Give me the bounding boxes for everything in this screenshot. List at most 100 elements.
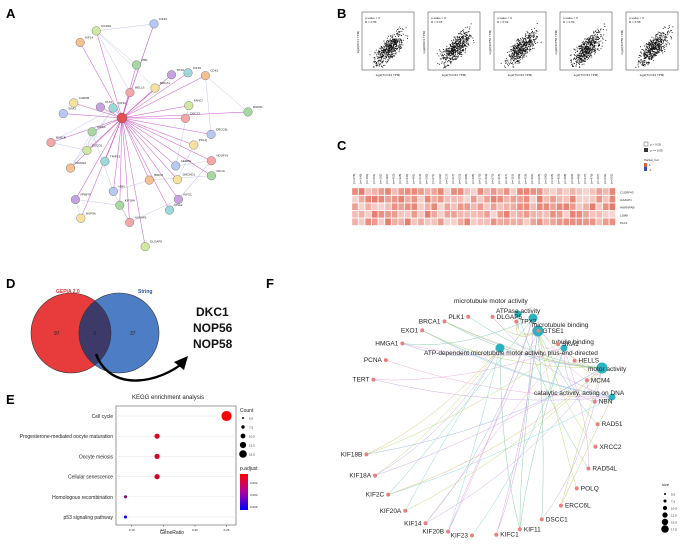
heatmap-cell bbox=[371, 210, 378, 218]
network-edge bbox=[96, 23, 155, 32]
heatmap-cell bbox=[351, 218, 359, 226]
heatmap-legend-sig: p < 0.05 bbox=[650, 143, 661, 147]
heatmap-legend-nonsig: p >= 0.05 bbox=[650, 149, 663, 153]
heatmap-legend-sig-box bbox=[643, 141, 649, 147]
scatter-cloud bbox=[635, 25, 674, 68]
network-node-label: ERCC6L bbox=[216, 127, 228, 131]
cnet-edge bbox=[444, 321, 603, 369]
cnet-gene-label: RAD54L bbox=[592, 465, 617, 472]
network-edge bbox=[121, 72, 189, 119]
network-node bbox=[206, 171, 216, 181]
heatmap-cell bbox=[417, 218, 425, 226]
scatter-cloud bbox=[500, 23, 542, 69]
heatmap-cell bbox=[596, 203, 603, 211]
cnet-term-node bbox=[560, 344, 568, 352]
heatmap-col-label: (n=278) bbox=[352, 174, 356, 184]
cnet-edge bbox=[496, 317, 534, 535]
heatmap-cell bbox=[444, 203, 451, 211]
kegg-count-legend-dot bbox=[239, 450, 247, 458]
heatmap-cell bbox=[497, 195, 504, 203]
heatmap-cell bbox=[450, 210, 458, 218]
heatmap-cell bbox=[582, 203, 590, 211]
network-edge bbox=[91, 117, 123, 133]
network-edge bbox=[177, 144, 194, 180]
heatmap-cell bbox=[530, 195, 537, 203]
heatmap-cell bbox=[609, 195, 616, 203]
venn-gene-2: NOP56 bbox=[193, 321, 233, 335]
network-node bbox=[125, 88, 135, 98]
network-node bbox=[150, 83, 160, 93]
kegg-title: KEGG enrichment analysis bbox=[132, 395, 204, 401]
heatmap-col-label: (n=161) bbox=[378, 174, 382, 184]
heatmap-col-label: (n=290) bbox=[543, 174, 547, 184]
cnet-size-legend-dot bbox=[661, 525, 669, 533]
heatmap-cell bbox=[378, 195, 385, 203]
network-node bbox=[100, 156, 110, 166]
heatmap-cell bbox=[490, 218, 497, 226]
network-edge bbox=[121, 117, 179, 200]
cnet-gene-node bbox=[403, 508, 408, 513]
network-node-label: KIF11 bbox=[118, 101, 126, 105]
heatmap-cell bbox=[378, 203, 385, 211]
heatmap-cell bbox=[477, 203, 484, 211]
network-node-label: PLK1 bbox=[105, 100, 113, 104]
cnet-edge bbox=[537, 330, 578, 489]
scatter-r: R = 0.56 bbox=[365, 20, 377, 24]
kegg-x-tick-label: 0.25 bbox=[224, 528, 230, 532]
panel-letter-f: F bbox=[266, 276, 274, 291]
heatmap-cell bbox=[371, 218, 378, 226]
heatmap-cell bbox=[404, 195, 411, 203]
cnet-gene-label: KIF18A bbox=[349, 473, 371, 480]
cnet-term-label: microtubule binding bbox=[532, 322, 589, 329]
network-edge bbox=[70, 107, 114, 169]
heatmap-cell bbox=[391, 218, 398, 226]
heatmap-cell bbox=[516, 218, 524, 226]
venn-arrow bbox=[94, 353, 185, 382]
cnet-size-title: size bbox=[662, 482, 670, 487]
heatmap-cell bbox=[464, 195, 471, 203]
cnet-gene-label: GTSE1 bbox=[542, 328, 564, 335]
network-node bbox=[206, 129, 216, 139]
heatmap-cell bbox=[424, 203, 431, 211]
heatmap-legend-title: Partial_Cor bbox=[644, 158, 659, 162]
heatmap-cell bbox=[477, 195, 484, 203]
cnet-edge bbox=[422, 330, 613, 398]
heatmap-cell bbox=[556, 218, 563, 226]
network-node-label: TRIP13 bbox=[110, 154, 121, 158]
heatmap-cell bbox=[602, 187, 609, 196]
heatmap-col-label: (n=183) bbox=[365, 174, 369, 184]
heatmap-row-label: PLK1 bbox=[620, 221, 628, 225]
cnet-size-legend-dot bbox=[663, 499, 667, 503]
heatmap-cell bbox=[543, 195, 550, 203]
heatmap-cell bbox=[530, 187, 537, 196]
heatmap-col-label: (n=217) bbox=[444, 174, 448, 184]
network-node-label: BRCA1 bbox=[160, 81, 170, 85]
network-edge bbox=[113, 117, 123, 192]
heatmap-cell bbox=[417, 210, 425, 218]
kegg-count-legend-dot bbox=[239, 441, 247, 449]
heatmap-cell bbox=[483, 210, 491, 218]
network-edge bbox=[129, 23, 155, 93]
heatmap-cell bbox=[371, 203, 378, 211]
scatter-xlabel: log2(TCOF1 TPM) bbox=[442, 73, 467, 77]
cnet-term-label: microtubule motor activity bbox=[454, 298, 528, 305]
heatmap-cell bbox=[563, 210, 570, 218]
network-node-label: RAD51 bbox=[253, 105, 263, 109]
network-edge bbox=[104, 117, 123, 162]
cnet-edge bbox=[563, 347, 595, 402]
heatmap-col-label: (n=216) bbox=[418, 174, 422, 184]
scatter-xlabel: log2(TCOF1 TPM) bbox=[508, 73, 533, 77]
scatter-r: R = 0.58 bbox=[629, 20, 641, 24]
heatmap-col-label: (n=225) bbox=[537, 174, 541, 184]
cnet-gene-label: KIF23 bbox=[451, 533, 469, 540]
cnet-gene-label: KIFC1 bbox=[500, 532, 519, 539]
scatter-r: R = 0.62 bbox=[497, 20, 509, 24]
network-node bbox=[76, 213, 86, 223]
heatmap-cell bbox=[576, 203, 583, 211]
heatmap-cell bbox=[536, 218, 543, 226]
cnet-gene-node bbox=[556, 342, 561, 347]
cnet-edge bbox=[366, 347, 501, 455]
kegg-count-legend-label: 15.0 bbox=[249, 453, 255, 457]
heatmap-col-label: (n=308) bbox=[563, 174, 567, 184]
